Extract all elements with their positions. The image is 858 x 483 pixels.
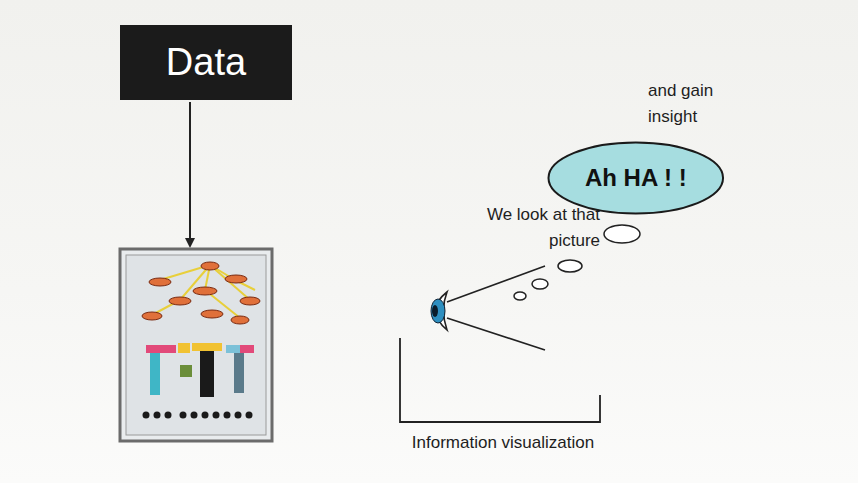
picture-illustration <box>120 249 272 441</box>
bracket <box>400 338 600 422</box>
data-box: Data <box>120 25 292 100</box>
eye-symbol <box>431 266 545 350</box>
node-text: Ah HA ! ! <box>585 164 687 192</box>
insight-ellipse: Ah HA ! ! <box>547 141 725 215</box>
node-text: Data <box>166 41 246 84</box>
insight-label: and gain insight <box>648 78 738 131</box>
caption-label: Information visualization <box>398 430 608 456</box>
down-arrow <box>189 102 191 246</box>
look-label: We look at that picture <box>478 202 600 255</box>
